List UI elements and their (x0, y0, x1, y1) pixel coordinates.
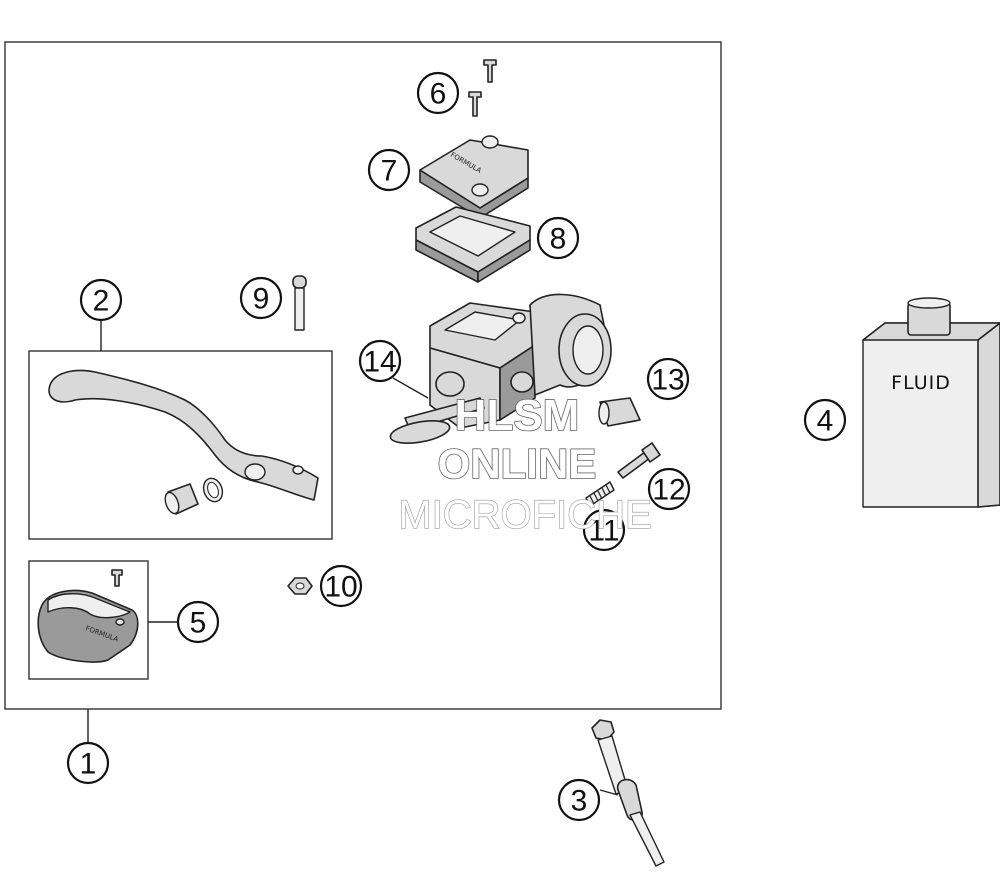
callout-13: 13 (646, 357, 690, 401)
callout-12: 12 (647, 467, 691, 511)
callout-circle-7 (367, 148, 411, 192)
bolt-9 (292, 275, 307, 331)
diaphragm-8 (415, 206, 531, 283)
callout-label-9: 9 (253, 283, 270, 316)
callout-label-2: 2 (93, 285, 110, 318)
callout-label-11: 11 (588, 515, 619, 548)
callout-label-5: 5 (190, 607, 207, 640)
callout-label-7: 7 (381, 155, 398, 188)
callout-circle-8 (536, 216, 580, 260)
callout-9: 9 (239, 276, 283, 320)
watermark: HLSM ONLINE MICROFICHE (398, 390, 653, 537)
callout-label-13: 13 (651, 364, 684, 397)
brake-hose (591, 719, 665, 867)
callout-8: 8 (536, 216, 580, 260)
guard-subframe (28, 560, 149, 680)
callout-circle-5 (176, 600, 220, 644)
callout-4: 4 (803, 398, 847, 442)
callout-circle-9 (239, 276, 283, 320)
fluid-bottle: FLUID (862, 297, 1000, 508)
callout-1: 1 (66, 741, 110, 785)
callout-14: 14 (358, 339, 402, 383)
callout-label-8: 8 (550, 223, 567, 256)
callout-circle-11 (582, 508, 626, 552)
callout-circle-12 (647, 467, 691, 511)
callout-label-12: 12 (652, 474, 685, 507)
callout-circle-4 (803, 398, 847, 442)
callout-label-6: 6 (430, 78, 447, 111)
bushing-13 (598, 397, 641, 427)
leader-3 (599, 789, 619, 796)
callout-2: 2 (79, 278, 123, 322)
callout-label-4: 4 (817, 405, 834, 438)
callout-circle-13 (646, 357, 690, 401)
nut-10 (287, 577, 313, 595)
spring-11 (585, 481, 615, 507)
lever-subframe (28, 350, 333, 540)
screws-6 (468, 59, 497, 117)
callout-label-14: 14 (363, 346, 396, 379)
leader-14 (392, 377, 429, 399)
callout-circle-1 (66, 741, 110, 785)
callout-circle-10 (319, 564, 363, 608)
brake-lever (48, 369, 319, 515)
adjuster-screw-12 (617, 442, 661, 479)
watermark-line-1: HLSM (455, 391, 580, 440)
callout-5: 5 (176, 600, 220, 644)
callout-circle-6 (416, 71, 460, 115)
callout-circle-2 (79, 278, 123, 322)
callout-6: 6 (416, 71, 460, 115)
callout-label-10: 10 (324, 571, 357, 604)
assembly-frame (4, 41, 722, 710)
callout-7: 7 (367, 148, 411, 192)
callout-3: 3 (557, 778, 601, 822)
lever-guard: FORMULA (37, 569, 139, 663)
callout-10: 10 (319, 564, 363, 608)
callout-circle-14 (358, 339, 402, 383)
fluid-label: FLUID (891, 372, 951, 394)
reservoir-cover: FORMULA (419, 135, 529, 219)
callout-label-3: 3 (571, 785, 588, 818)
master-cylinder-body (389, 293, 612, 444)
callout-11: 11 (582, 508, 626, 552)
watermark-line-2: ONLINE (438, 440, 597, 487)
callout-circle-3 (557, 778, 601, 822)
watermark-line-3: MICROFICHE (398, 493, 651, 537)
callout-label-1: 1 (80, 748, 97, 781)
